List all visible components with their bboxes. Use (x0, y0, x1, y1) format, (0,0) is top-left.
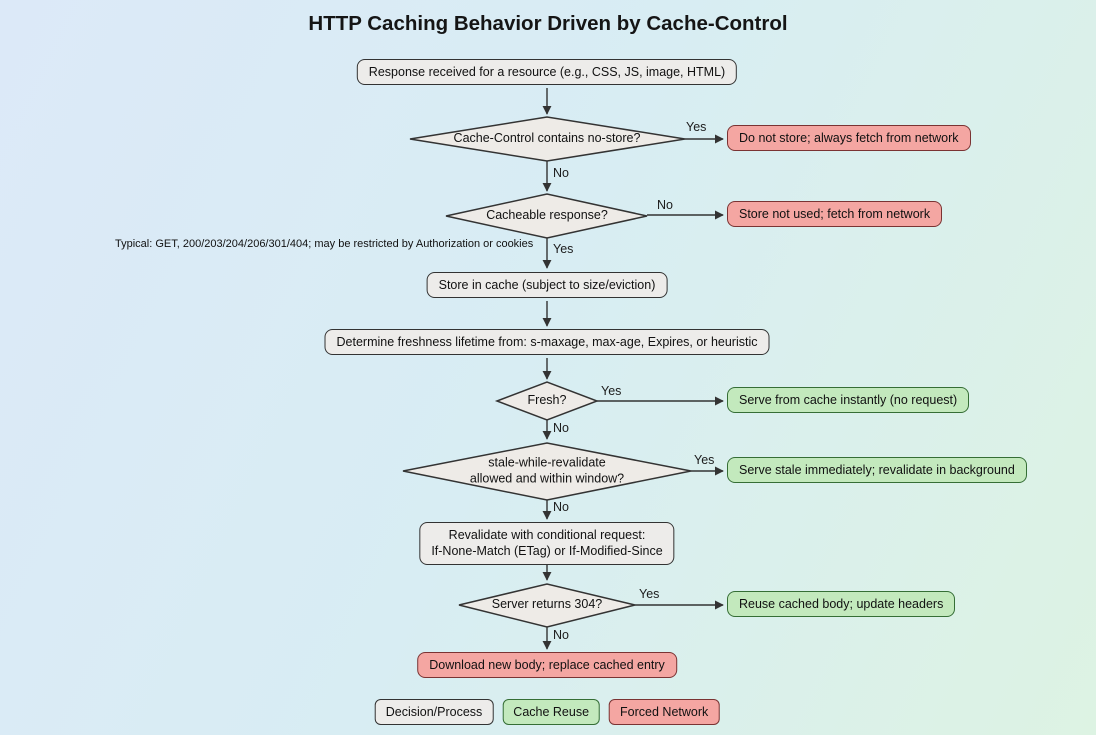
diamond-no-store (409, 116, 686, 162)
label-no-store-question: Cache-Control contains no-store? (453, 131, 641, 146)
node-serve-stale: Serve stale immediately; revalidate in b… (727, 457, 1027, 484)
edge-label-fresh-no: No (553, 421, 569, 435)
node-do-not-store: Do not store; always fetch from network (727, 125, 971, 152)
node-response-received: Response received for a resource (e.g., … (356, 59, 738, 86)
edge-label-no-store-no: No (553, 166, 569, 180)
edge-label-swr-no: No (553, 500, 569, 514)
label-swr-question: stale-while-revalidate allowed and withi… (469, 455, 625, 485)
label-fresh-question: Fresh? (527, 393, 567, 408)
node-reuse-cached-body: Reuse cached body; update headers (727, 591, 956, 618)
edge-label-no-store-yes: Yes (686, 120, 707, 134)
diagram-title: HTTP Caching Behavior Driven by Cache-Co… (308, 12, 788, 35)
edge-label-fresh-yes: Yes (601, 384, 622, 398)
edge-label-swr-yes: Yes (694, 453, 715, 467)
legend-item-forced-network: Forced Network (609, 699, 720, 726)
diamond-fresh (494, 381, 600, 421)
legend-item-decision-process: Decision/Process (374, 699, 494, 726)
label-304-question: Server returns 304? (491, 597, 603, 612)
diamond-304 (458, 583, 636, 628)
node-serve-from-cache: Serve from cache instantly (no request) (727, 387, 970, 414)
flow-arrows (542, 88, 724, 650)
node-revalidate: Revalidate with conditional request: If-… (419, 522, 675, 565)
legend: Decision/Process Cache Reuse Forced Netw… (374, 699, 720, 726)
node-determine-freshness: Determine freshness lifetime from: s-max… (324, 329, 770, 356)
label-cacheable-question: Cacheable response? (486, 208, 608, 223)
edge-label-cacheable-no: No (657, 198, 673, 212)
cacheable-note: Typical: GET, 200/203/204/206/301/404; m… (115, 238, 534, 250)
node-store-not-used: Store not used; fetch from network (727, 201, 943, 228)
node-store-in-cache: Store in cache (subject to size/eviction… (426, 272, 668, 299)
diamond-swr (402, 442, 692, 501)
legend-item-cache-reuse: Cache Reuse (502, 699, 601, 726)
diamond-cacheable (445, 193, 648, 239)
decision-diamonds (402, 116, 692, 628)
edge-label-cacheable-yes: Yes (553, 242, 574, 256)
edge-label-304-yes: Yes (639, 587, 660, 601)
edge-label-304-no: No (553, 628, 569, 642)
node-download-new-body: Download new body; replace cached entry (417, 652, 677, 679)
